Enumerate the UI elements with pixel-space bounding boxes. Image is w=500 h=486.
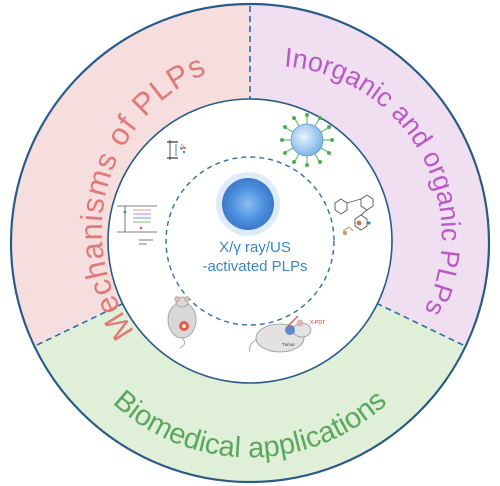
core-dashed-ring <box>165 156 335 326</box>
center-label-line2: -activated PLPs <box>202 258 307 275</box>
mouse-imaging-icon <box>167 296 197 349</box>
center-label-line1: X/γ ray/US <box>219 239 291 256</box>
energy-level-diagram-icon <box>167 140 186 160</box>
center-sphere <box>222 178 274 230</box>
molecular-structure-icon <box>334 194 374 236</box>
divider-left <box>36 303 123 346</box>
tumor-tag: Tumor <box>282 342 295 347</box>
center-sphere-halo <box>216 172 280 236</box>
divider-right <box>377 303 464 346</box>
xpdt-tag: X-PDT <box>310 320 325 326</box>
mechanism-schematic-icon <box>117 205 157 245</box>
mouse-tumor-therapy-icon: Tumor X-PDT <box>249 315 325 353</box>
nanoparticle-icon <box>280 113 334 167</box>
outer-ring <box>9 2 491 484</box>
